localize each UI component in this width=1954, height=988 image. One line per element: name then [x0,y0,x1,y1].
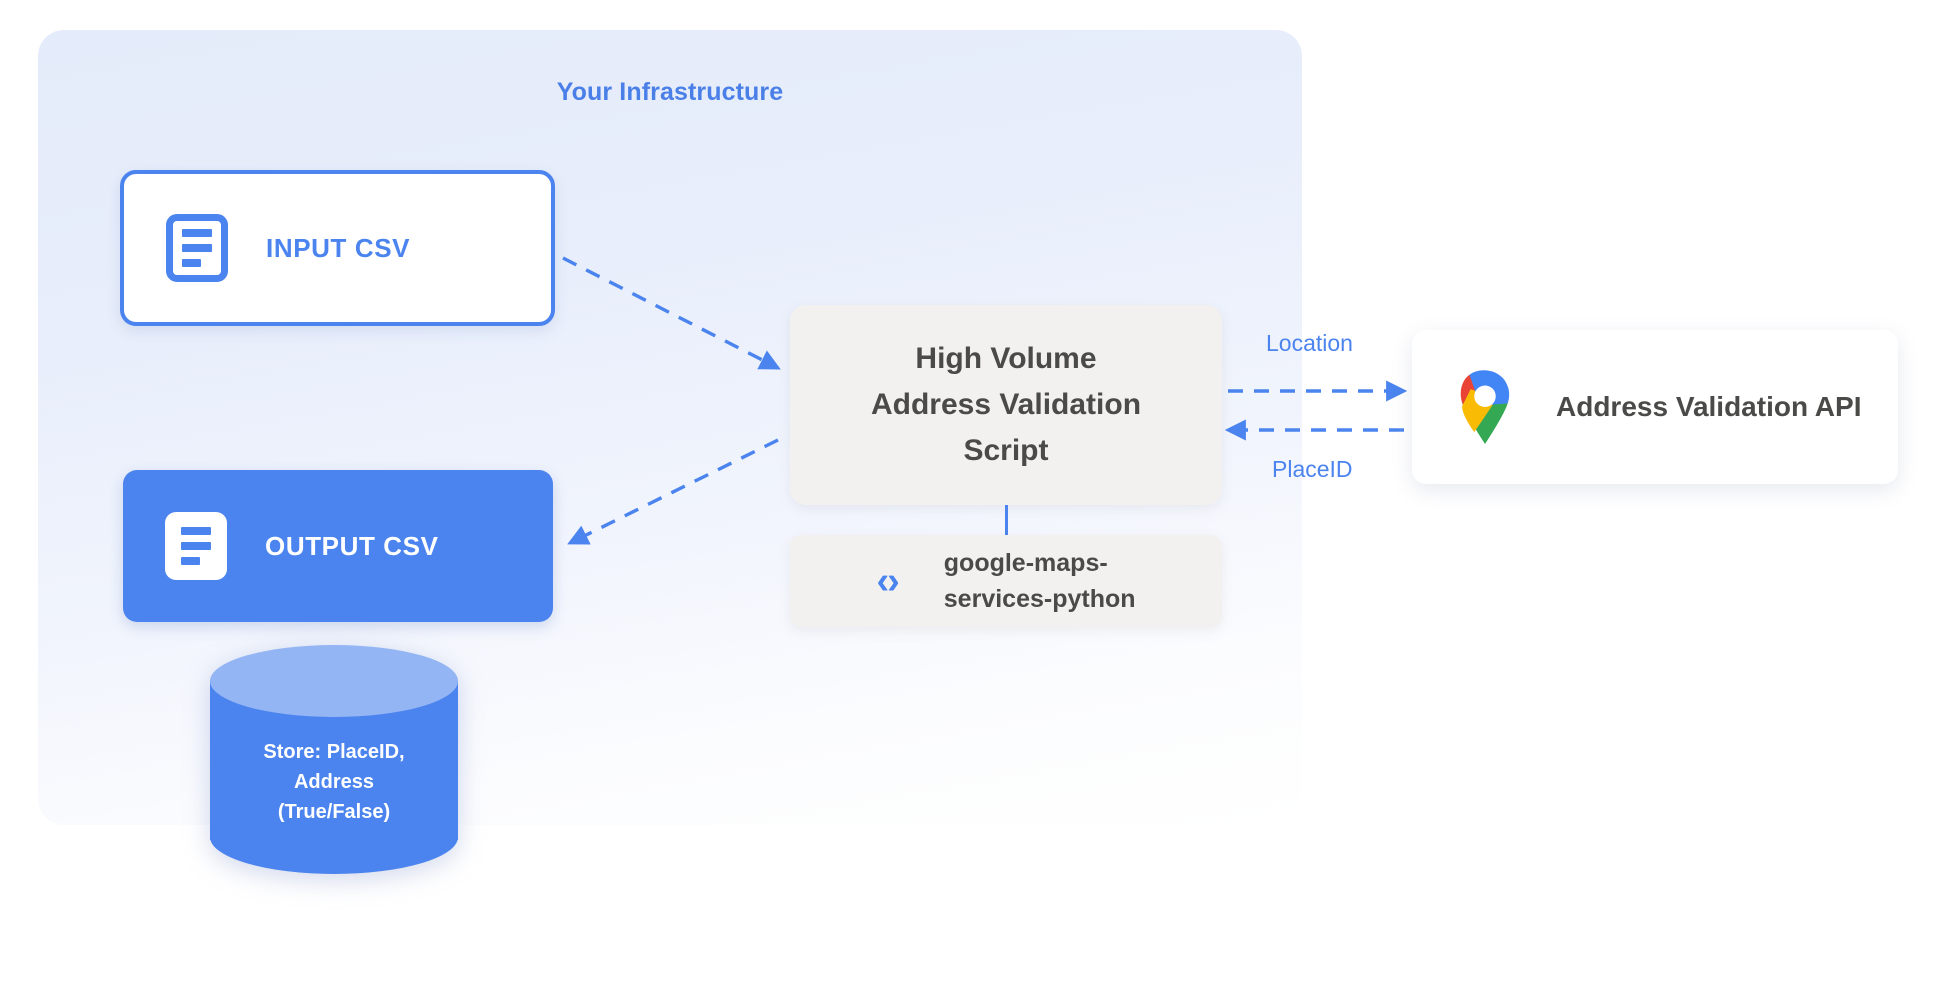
script-line-2: Address Validation [870,388,1142,421]
script-line-1: High Volume [915,342,1097,375]
edge-label-location: Location [1266,330,1353,356]
cylinder-top [210,645,458,717]
datastore-line-1: Store: PlaceID, [263,741,405,763]
script-library-connector [1005,505,1008,537]
input-csv-label: INPUT CSV [266,232,411,263]
node-input-csv[interactable]: INPUT CSV [120,170,555,326]
script-label: High Volume Address Validation Script [871,336,1141,474]
library-line-1: google-maps- [943,549,1108,577]
node-script[interactable]: High Volume Address Validation Script [790,305,1222,505]
script-line-3: Script [963,434,1049,467]
output-csv-label: OUTPUT CSV [265,530,439,561]
edge-label-placeid: PlaceID [1272,456,1353,482]
infrastructure-title: Your Infrastructure [556,78,784,106]
node-datastore[interactable]: Store: PlaceID, Address (True/False) [210,645,458,875]
api-label: Address Validation API [1556,391,1862,422]
datastore-label: Store: PlaceID, Address (True/False) [210,737,458,827]
google-maps-pin-icon [1460,370,1510,444]
document-icon [166,214,228,282]
library-label: google-maps- services-python [944,545,1136,617]
document-icon [165,512,227,580]
code-brackets-icon: ‹› [876,560,899,602]
node-address-validation-api[interactable]: Address Validation API [1412,330,1898,484]
library-line-2: services-python [943,585,1136,613]
datastore-line-2: Address [293,771,375,793]
datastore-line-3: (True/False) [277,801,391,823]
node-library[interactable]: ‹› google-maps- services-python [790,535,1222,627]
node-output-csv[interactable]: OUTPUT CSV [123,470,553,622]
